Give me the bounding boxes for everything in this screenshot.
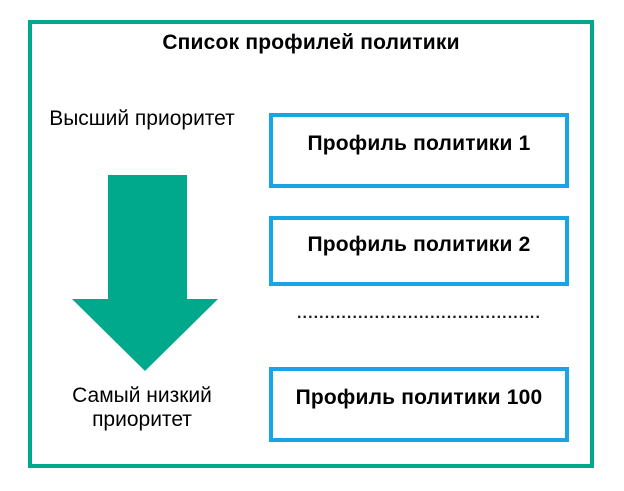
policy-profile-box-2: Профиль политики 2 — [269, 216, 569, 286]
highest-priority-label: Высший приоритет — [49, 107, 235, 130]
policy-profile-100-label: Профиль политики 100 — [295, 386, 543, 409]
policy-profile-1-label: Профиль политики 1 — [307, 132, 531, 155]
ellipsis-dots: ........................................… — [297, 305, 541, 322]
policy-profile-box-100: Профиль политики 100 — [269, 367, 569, 442]
lowest-priority-label: Самый низкий приоритет — [72, 384, 212, 431]
down-arrow-shape — [72, 175, 218, 371]
diagram-title: Список профилей политики — [162, 31, 460, 54]
policy-profile-box-1: Профиль политики 1 — [269, 113, 569, 188]
policy-profile-2-label: Профиль политики 2 — [307, 232, 531, 256]
down-arrow-icon — [72, 175, 218, 371]
